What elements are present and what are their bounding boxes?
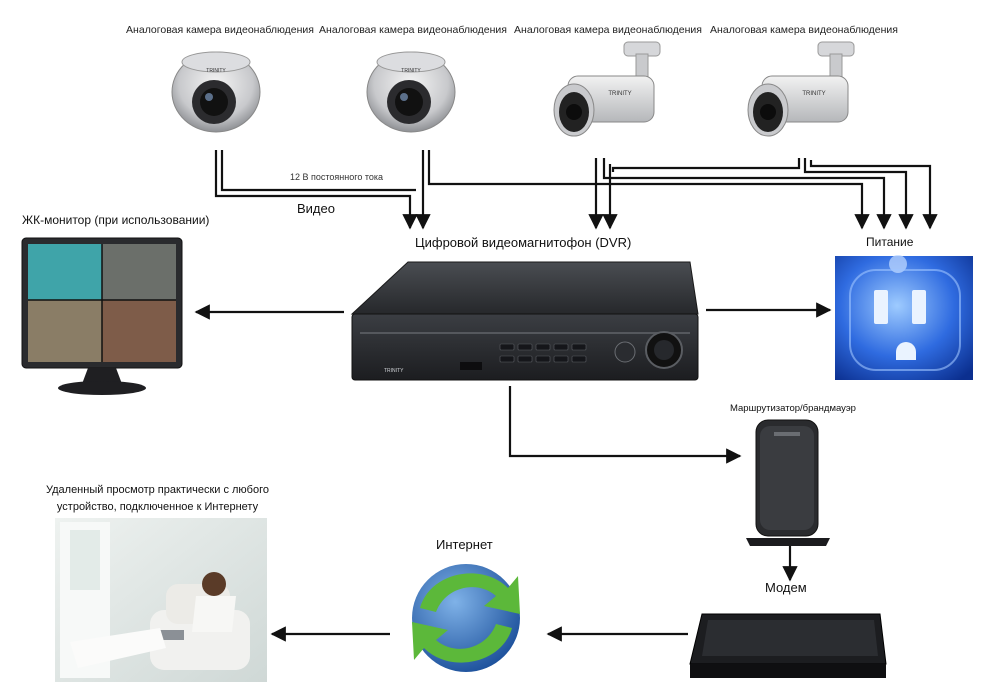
power-outlet bbox=[835, 255, 973, 380]
internet-label: Интернет bbox=[436, 537, 493, 552]
monitor-label: ЖК-монитор (при использовании) bbox=[22, 213, 210, 227]
remote-view-label-line1: Удаленный просмотр практически с любого bbox=[45, 484, 269, 496]
internet-globe bbox=[412, 564, 520, 672]
modem-label: Модем bbox=[765, 580, 807, 595]
modem bbox=[689, 613, 887, 678]
dome-camera-2: TRINITY bbox=[366, 51, 456, 133]
router-firewall bbox=[746, 419, 830, 546]
dc-note: 12 В постоянного тока bbox=[290, 172, 383, 182]
dvr-brand-text: TRINITY bbox=[384, 368, 404, 374]
camera-2-label: Аналоговая камера видеонаблюдения bbox=[319, 24, 507, 36]
camera-brand-text: TRINITY bbox=[802, 91, 825, 97]
remote-view-label-line2: устройство, подключенное к Интернету bbox=[56, 501, 259, 513]
camera-3-label: Аналоговая камера видеонаблюдения bbox=[514, 24, 702, 36]
dvr-label: Цифровой видеомагнитофон (DVR) bbox=[415, 235, 632, 250]
camera-brand-text: TRINITY bbox=[401, 68, 421, 74]
dome-camera-1: TRINITY bbox=[171, 51, 261, 133]
video-label: Видео bbox=[297, 201, 335, 216]
camera-1-label: Аналоговая камера видеонаблюдения bbox=[126, 24, 314, 36]
lcd-monitor bbox=[21, 237, 183, 395]
router-label: Маршрутизатор/брандмауэр bbox=[730, 403, 856, 414]
camera-4-label: Аналоговая камера видеонаблюдения bbox=[710, 24, 898, 36]
camera-brand-text: TRINITY bbox=[206, 68, 226, 74]
bullet-camera-4: TRINITY bbox=[747, 41, 855, 137]
remote-viewing-photo bbox=[55, 518, 267, 682]
camera-brand-text: TRINITY bbox=[608, 91, 631, 97]
dvr-recorder: TRINITY bbox=[350, 261, 699, 381]
network-arrows bbox=[194, 302, 832, 642]
bullet-camera-3: TRINITY bbox=[553, 41, 661, 137]
video-cables bbox=[214, 150, 938, 230]
power-label: Питание bbox=[866, 235, 914, 249]
